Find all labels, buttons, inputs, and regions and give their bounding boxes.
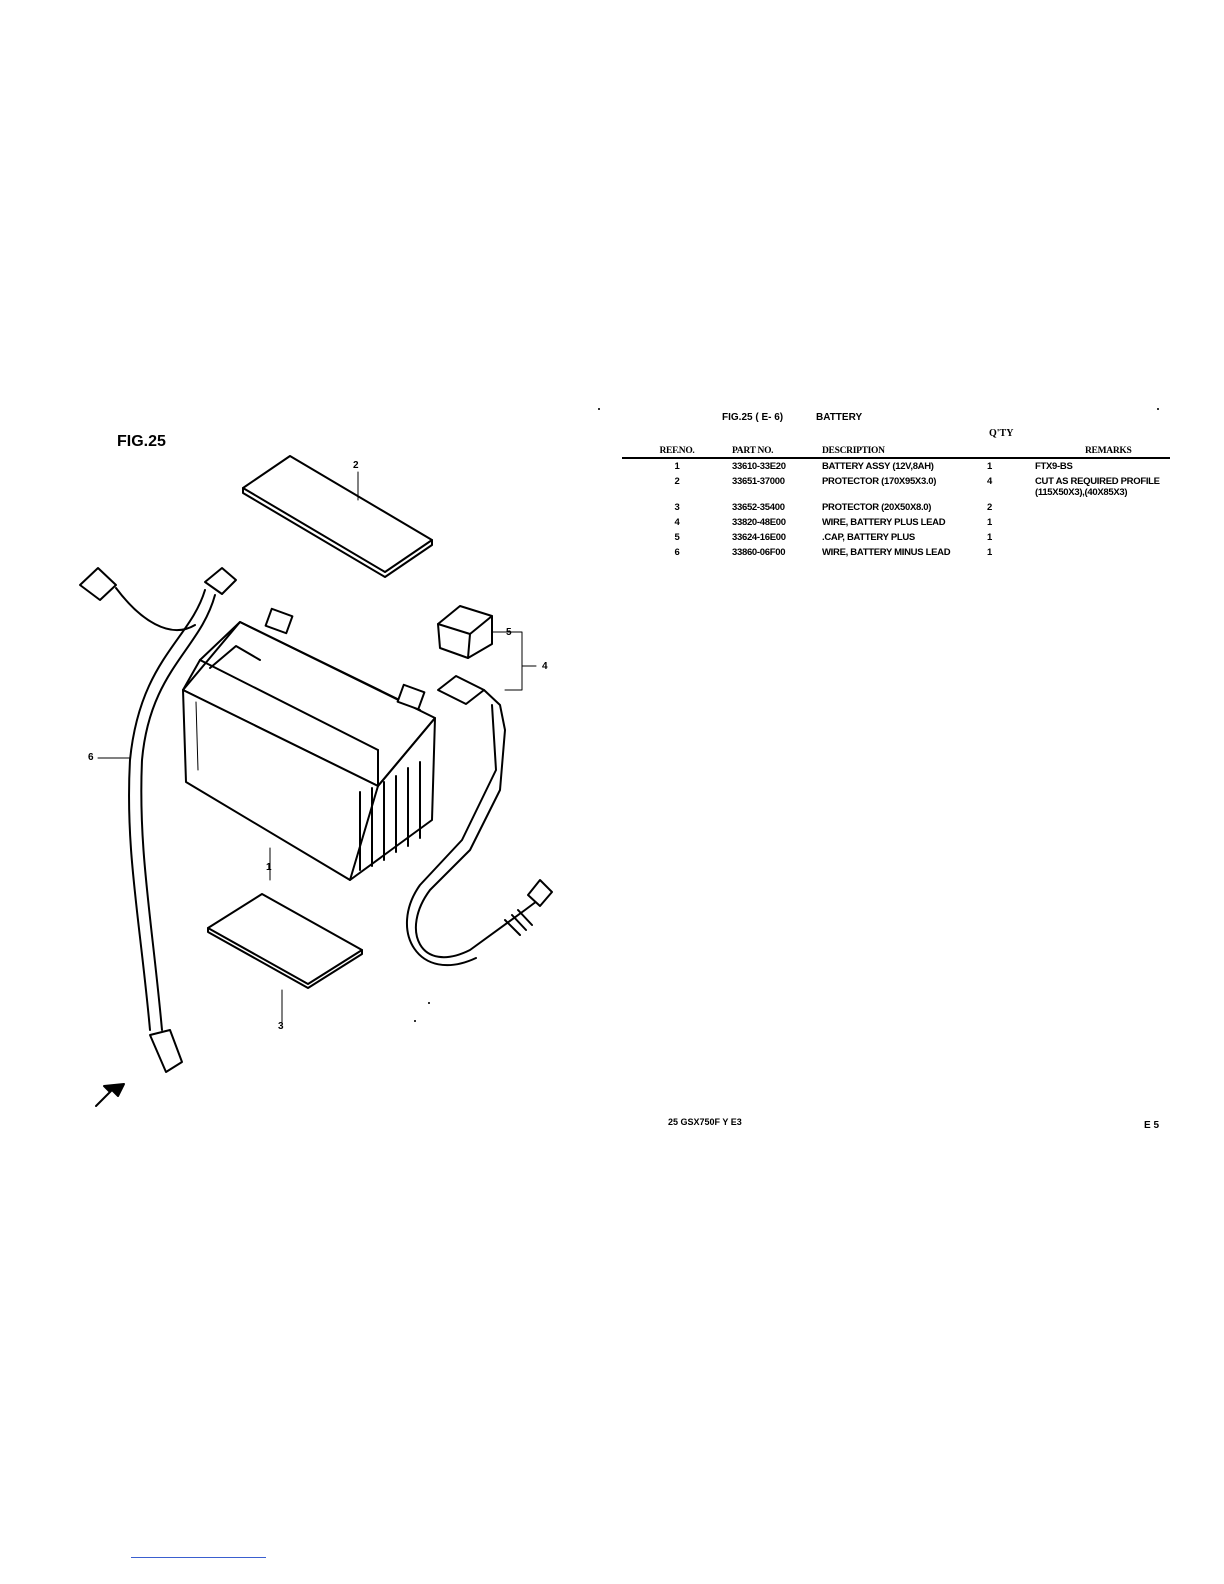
description: PROTECTOR (170X95X3.0) xyxy=(822,476,937,487)
qty: 1 xyxy=(987,461,992,472)
minus-lead-drawing xyxy=(79,567,237,1073)
remarks xyxy=(1035,530,1170,545)
table-row: 5 33624-16E00 .CAP, BATTERY PLUS 1 xyxy=(622,530,1170,545)
col-description: DESCRIPTION xyxy=(822,444,987,459)
col-remarks: REMARKS xyxy=(1035,444,1170,459)
part-no: 33820-48E00 xyxy=(732,517,786,528)
front-arrow-icon xyxy=(95,1083,125,1107)
table-row: 1 33610-33E20 BATTERY ASSY (12V,8AH) 1 F… xyxy=(622,458,1170,474)
remarks-line-2: (115X50X3),(40X85X3) xyxy=(1035,487,1128,498)
callout-1: 1 xyxy=(266,862,272,873)
figure-reference: FIG.25 ( E- 6) xyxy=(722,412,784,423)
table-row: 3 33652-35400 PROTECTOR (20X50X8.0) 2 xyxy=(622,500,1170,515)
remarks: CUT AS REQUIRED PROFILE (115X50X3),(40X8… xyxy=(1035,474,1170,500)
ref-no: 5 xyxy=(674,532,680,543)
description: WIRE, BATTERY PLUS LEAD xyxy=(822,517,946,528)
part-no: 33624-16E00 xyxy=(732,532,786,543)
col-qty xyxy=(987,444,1035,459)
scan-speck xyxy=(428,1002,430,1004)
parts-table: REF.NO. PART NO. DESCRIPTION REMARKS 1 3… xyxy=(622,444,1170,560)
table-row: 2 33651-37000 PROTECTOR (170X95X3.0) 4 C… xyxy=(622,474,1170,500)
protector-top-drawing xyxy=(242,455,433,578)
ref-no: 4 xyxy=(674,517,680,528)
qty: 1 xyxy=(987,547,992,558)
qty: 1 xyxy=(987,517,992,528)
table-row: 4 33820-48E00 WIRE, BATTERY PLUS LEAD 1 xyxy=(622,515,1170,530)
qty: 1 xyxy=(987,532,992,543)
qty: 4 xyxy=(987,476,992,487)
remarks xyxy=(1035,500,1170,515)
description: PROTECTOR (20X50X8.0) xyxy=(822,502,932,513)
callout-3: 3 xyxy=(278,1021,284,1032)
footer-model: 25 GSX750F Y E3 xyxy=(668,1117,742,1127)
callout-leaders xyxy=(97,471,537,1023)
callout-2: 2 xyxy=(353,460,359,471)
scan-speck xyxy=(1157,408,1159,410)
remarks-line: CUT AS REQUIRED PROFILE xyxy=(1035,476,1160,487)
ref-no: 6 xyxy=(674,547,680,558)
col-ref-no: REF.NO. xyxy=(622,444,732,459)
scan-speck xyxy=(598,408,600,410)
col-part-no: PART NO. xyxy=(732,444,822,459)
protector-bottom-drawing xyxy=(207,893,363,989)
ref-no: 2 xyxy=(674,476,680,487)
remarks xyxy=(1035,515,1170,530)
table-row: 6 33860-06F00 WIRE, BATTERY MINUS LEAD 1 xyxy=(622,545,1170,560)
callout-6: 6 xyxy=(88,752,94,763)
description: .CAP, BATTERY PLUS xyxy=(822,532,915,543)
qty-heading: Q'TY xyxy=(989,428,1014,439)
callout-4: 4 xyxy=(542,661,548,672)
part-no: 33652-35400 xyxy=(732,502,785,513)
ref-no: 3 xyxy=(674,502,680,513)
part-no: 33860-06F00 xyxy=(732,547,786,558)
description: BATTERY ASSY (12V,8AH) xyxy=(822,461,934,472)
figure-title: FIG.25 xyxy=(117,433,166,450)
qty: 2 xyxy=(987,502,992,513)
plus-lead-drawing xyxy=(405,675,553,966)
page-number: E 5 xyxy=(1144,1120,1160,1131)
battery-exploded-diagram xyxy=(79,455,553,1107)
callout-5: 5 xyxy=(506,627,512,638)
part-no: 33651-37000 xyxy=(732,476,785,487)
part-no: 33610-33E20 xyxy=(732,461,786,472)
description: WIRE, BATTERY MINUS LEAD xyxy=(822,547,951,558)
ref-no: 1 xyxy=(674,461,680,472)
scan-speck xyxy=(414,1020,416,1022)
section-title: BATTERY xyxy=(816,412,863,423)
cap-drawing xyxy=(437,605,493,659)
scan-edge-line xyxy=(131,1557,266,1558)
table-header-row: REF.NO. PART NO. DESCRIPTION REMARKS xyxy=(622,444,1170,459)
remarks xyxy=(1035,545,1170,560)
battery-drawing xyxy=(182,607,436,881)
remarks-line: FTX9-BS xyxy=(1035,461,1073,472)
remarks: FTX9-BS xyxy=(1035,458,1170,474)
